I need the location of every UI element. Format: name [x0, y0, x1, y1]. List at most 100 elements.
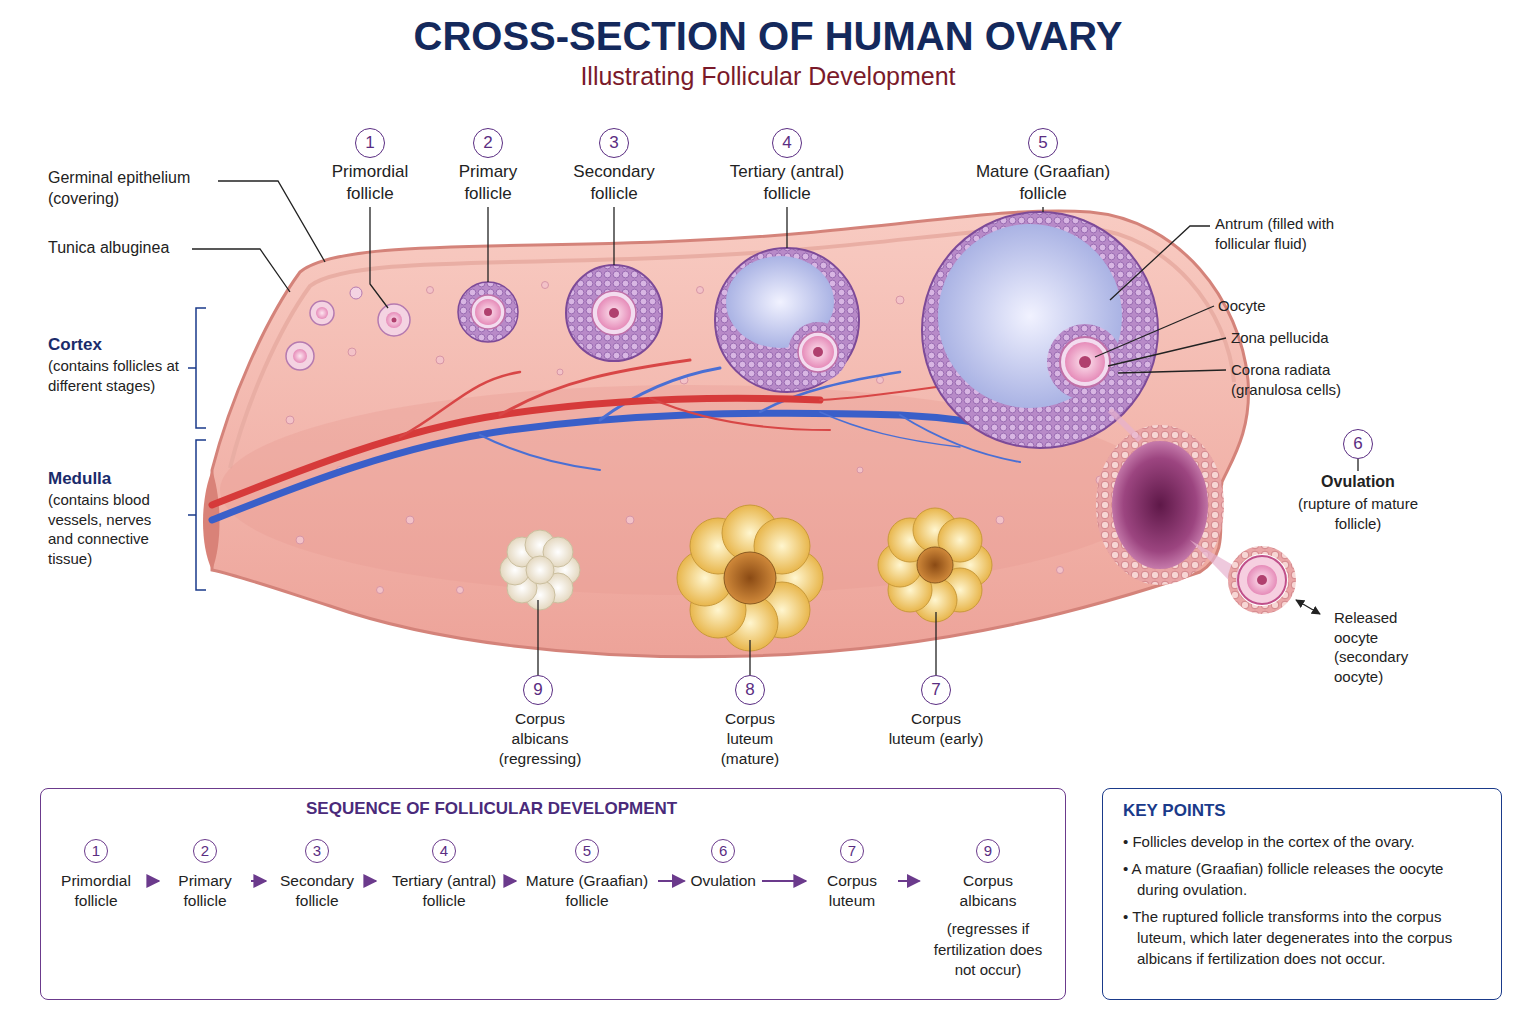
released-oocyte [1232, 550, 1292, 610]
leader-arrow [1296, 600, 1320, 614]
callout-label: Germinal epithelium (covering) [48, 168, 228, 210]
step-label: Primordial follicle [51, 871, 141, 911]
flow-arrow [512, 880, 516, 882]
corpus-luteum-mature [677, 505, 823, 651]
sequence-panel: SEQUENCE OF FOLLICULAR DEVELOPMENT 1Primo… [40, 788, 1066, 1000]
sequence-step: 7Corpus luteum [812, 839, 892, 911]
artery-branch [650, 398, 830, 430]
granulosa [458, 282, 518, 342]
step-number: 5 [575, 839, 599, 863]
part-label: Primordial follicle [315, 161, 425, 205]
leader-line [749, 640, 750, 675]
leader-line [1042, 207, 1043, 212]
corpus-luteum-mature [724, 552, 776, 604]
part-label: Corpus luteum (early) [886, 709, 986, 749]
step-label: Tertiary (antral) follicle [382, 871, 506, 911]
step-number: 3 [305, 839, 329, 863]
artery-branch [400, 372, 520, 437]
primary-follicle [458, 282, 518, 342]
leader-line [370, 207, 388, 308]
callout-number: 8 [735, 675, 765, 705]
stroma-cells [542, 282, 549, 289]
zona-pellucida [471, 295, 505, 329]
part-label: Tertiary (antral) follicle [707, 161, 867, 205]
step-note: (regresses if fertilization does not occ… [926, 919, 1051, 980]
leader-line [786, 207, 787, 248]
nucleus [1257, 575, 1267, 585]
callout-number: 4 [772, 128, 802, 158]
bracket [188, 440, 206, 590]
stroma-cells [697, 287, 704, 294]
nucleus [813, 347, 823, 357]
tertiary-follicle [715, 248, 859, 392]
nucleus [392, 318, 397, 323]
bullet-point: • A mature (Graafian) follicle releases … [1123, 858, 1483, 900]
corpus-luteum-early [917, 547, 953, 583]
stroma-cells [348, 348, 356, 356]
callout-label: Released oocyte (secondary oocyte) [1334, 608, 1426, 686]
bullet-point: • Follicles develop in the cortex of the… [1123, 831, 1483, 852]
secondary-follicle [566, 265, 662, 361]
cumulus [1047, 324, 1123, 400]
rupture-stream [1110, 410, 1140, 440]
corpus-albicans [526, 556, 554, 584]
stroma-cells [877, 377, 884, 384]
artery-branch [500, 360, 690, 415]
callout-label: Cortex [48, 334, 198, 356]
diagram-subtitle: Illustrating Follicular Development [0, 62, 1536, 91]
sequence-step: 4Tertiary (antral) follicle [382, 839, 506, 911]
panel-heading: SEQUENCE OF FOLLICULAR DEVELOPMENT [306, 799, 677, 819]
part-label: Secondary follicle [559, 161, 669, 205]
nucleus [1079, 356, 1091, 368]
callout-number: 7 [921, 675, 951, 705]
follicle-wall [350, 287, 362, 299]
stroma-cells [406, 516, 414, 524]
oocyte [597, 296, 631, 330]
step-number: 9 [976, 839, 1000, 863]
nucleus [484, 308, 492, 316]
zona-pellucida [1238, 556, 1286, 604]
stroma-cells [857, 467, 863, 473]
granulosa [922, 212, 1158, 448]
oocyte [475, 299, 501, 325]
vein-branch [480, 435, 600, 470]
part-label: Ovulation [1283, 472, 1433, 493]
leader-line [613, 207, 614, 265]
part-label: Mature (Graafian) follicle [955, 161, 1131, 205]
diagram-title: CROSS-SECTION OF HUMAN OVARY [0, 14, 1536, 59]
antrum [938, 224, 1122, 408]
oocyte [316, 307, 328, 319]
follicle-wall [286, 342, 314, 370]
zona-pellucida [1060, 337, 1110, 387]
stroma-cells [996, 516, 1004, 524]
leader-lines [192, 181, 1358, 675]
sequence-step: 5Mature (Graafian) follicle [522, 839, 652, 911]
region-brackets [188, 308, 206, 590]
step-number: 1 [84, 839, 108, 863]
part-label: Primary follicle [443, 161, 533, 205]
stroma-cells [896, 296, 904, 304]
flow-arrow [147, 880, 159, 882]
artery-branch [820, 385, 950, 400]
crater [1104, 433, 1216, 577]
step-label: Ovulation [691, 871, 756, 891]
flow-arrow [898, 880, 920, 882]
stroma-cells [1057, 567, 1064, 574]
callout-label: (contains blood vessels, nerves and conn… [48, 490, 176, 568]
bullet-point: • The ruptured follicle transforms into … [1123, 906, 1483, 969]
stroma-cells [377, 587, 384, 594]
leader-line [537, 600, 538, 675]
callout-number: 3 [599, 128, 629, 158]
leader-line [218, 181, 325, 262]
stroma-cells [557, 369, 563, 375]
flow-arrow [658, 880, 685, 882]
step-label: Secondary follicle [272, 871, 362, 911]
step-label: Primary follicle [165, 871, 245, 911]
step-label: Corpus albicans [943, 871, 1033, 911]
stroma-cells [626, 516, 634, 524]
vein-branch [600, 368, 720, 420]
stroma-cells [427, 287, 434, 294]
step-label: Corpus luteum [812, 871, 892, 911]
callout-number: 9 [523, 675, 553, 705]
